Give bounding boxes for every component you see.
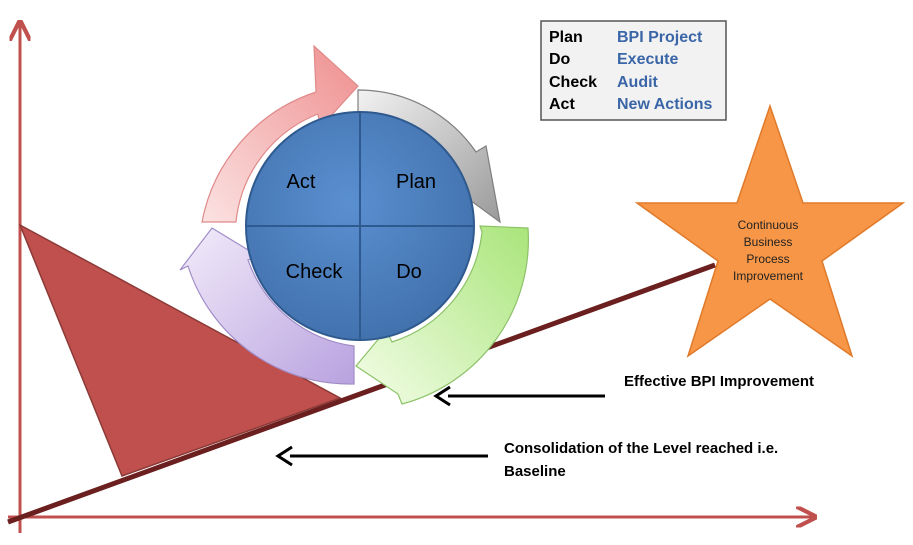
check-label: Check bbox=[286, 261, 344, 283]
effective-label: Effective BPI Improvement bbox=[624, 373, 814, 390]
legend-meaning-act: New Actions bbox=[617, 96, 713, 113]
legend-meaning-check: Audit bbox=[617, 74, 659, 91]
pdca-circle: Act Plan Check Do bbox=[245, 111, 475, 341]
improvement-star: Continuous Business Process Improvement bbox=[634, 103, 906, 358]
gap-wedge bbox=[18, 223, 342, 477]
act-label: Act bbox=[287, 171, 316, 193]
do-label: Do bbox=[396, 261, 422, 283]
consolidation-annotation: Consolidation of the Level reached i.e. … bbox=[275, 440, 778, 480]
act-arrow bbox=[201, 44, 359, 223]
star-line-4: Improvement bbox=[733, 269, 804, 283]
consolidation-label-line2: Baseline bbox=[504, 463, 566, 480]
legend-meaning-plan: BPI Project bbox=[617, 29, 703, 46]
consolidation-label-line1: Consolidation of the Level reached i.e. bbox=[504, 440, 778, 457]
legend-meaning-do: Execute bbox=[617, 51, 678, 68]
trend-line bbox=[7, 262, 716, 525]
legend-term-check: Check bbox=[549, 74, 597, 91]
legend-box: Plan BPI Project Do Execute Check Audit … bbox=[540, 20, 727, 121]
effective-annotation: Effective BPI Improvement bbox=[433, 373, 814, 407]
do-arrow bbox=[355, 225, 529, 405]
legend-term-plan: Plan bbox=[549, 29, 583, 46]
star-line-3: Process bbox=[746, 252, 789, 266]
legend-term-do: Do bbox=[549, 51, 571, 68]
check-arrow bbox=[179, 227, 355, 385]
star-line-2: Business bbox=[744, 235, 793, 249]
star-line-1: Continuous bbox=[738, 218, 799, 232]
legend-term-act: Act bbox=[549, 96, 575, 113]
plan-label: Plan bbox=[396, 171, 436, 193]
